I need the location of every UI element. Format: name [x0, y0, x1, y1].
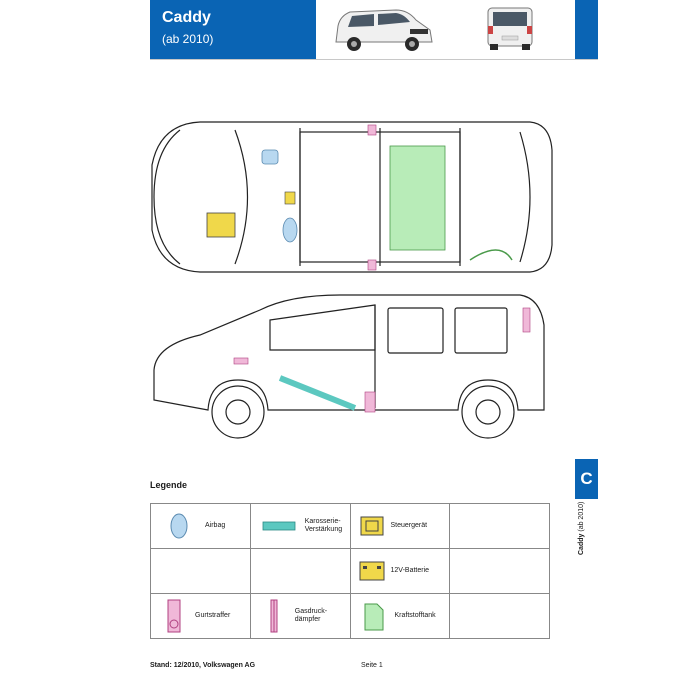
footer-stand: Stand: 12/2010, Volkswagen AG	[150, 662, 256, 669]
fuel-tank-icon	[364, 603, 383, 631]
gas-spring-side	[522, 307, 531, 333]
belt-tensioner-side	[364, 391, 376, 413]
legend-title: Legende	[150, 480, 188, 490]
car-front-photo	[318, 0, 444, 59]
page-title: Caddy	[162, 9, 211, 26]
belt-tensioner-top-1	[367, 124, 377, 136]
legend-cell-reinforcement: Karosserie- Verstärkung	[249, 503, 351, 549]
fuel-line	[469, 249, 513, 261]
gas-spring-icon	[270, 599, 278, 633]
top-view	[151, 121, 553, 273]
legend-cell-empty-2	[150, 548, 251, 594]
legend-cell-airbag: Airbag	[150, 503, 251, 549]
legend-cell-empty-4	[449, 548, 550, 594]
side-view	[153, 294, 545, 439]
legend-cell-empty-1	[449, 503, 550, 549]
legend-cell-empty-5	[449, 593, 550, 639]
belt-tensioner-side-2	[233, 357, 249, 365]
section-tab[interactable]: C	[575, 459, 598, 499]
legend-cell-empty-3	[249, 548, 351, 594]
airbag-icon	[170, 513, 188, 539]
legend-cell-belt-tensioner: Gurtstraffer	[150, 593, 251, 639]
airbag-top-2	[282, 217, 298, 243]
vehicle-rescue-diagram	[151, 121, 553, 439]
footer-page-number: Seite 1	[361, 662, 383, 669]
header-rule	[150, 59, 598, 60]
legend-cell-control-unit: Steuergerät	[349, 503, 451, 549]
legend-table: Airbag Karosserie- Verstärkung Steuerger…	[150, 503, 550, 639]
side-section-label: Caddy (ab 2010)	[578, 501, 585, 555]
legend-cell-battery: 12V-Batterie	[349, 548, 451, 594]
reinforcement-icon	[262, 521, 296, 531]
legend-cell-fuel-tank: Kraftstofftank	[349, 593, 451, 639]
battery-icon	[359, 561, 384, 581]
airbag-top-1	[261, 149, 279, 165]
control-unit-top	[284, 191, 296, 205]
control-unit-icon	[360, 516, 383, 536]
reinforcement-side	[278, 375, 357, 411]
battery-top	[206, 212, 236, 238]
header-accent-stripe	[575, 0, 598, 59]
belt-tensioner-top-2	[367, 259, 377, 271]
header-band	[150, 0, 316, 59]
fuel-tank-top	[389, 145, 446, 251]
legend-cell-gas-spring: Gasdruck- dämpfer	[249, 593, 351, 639]
page-subtitle: (ab 2010)	[162, 32, 214, 46]
belt-tensioner-icon	[167, 599, 181, 633]
car-rear-photo	[446, 0, 574, 59]
